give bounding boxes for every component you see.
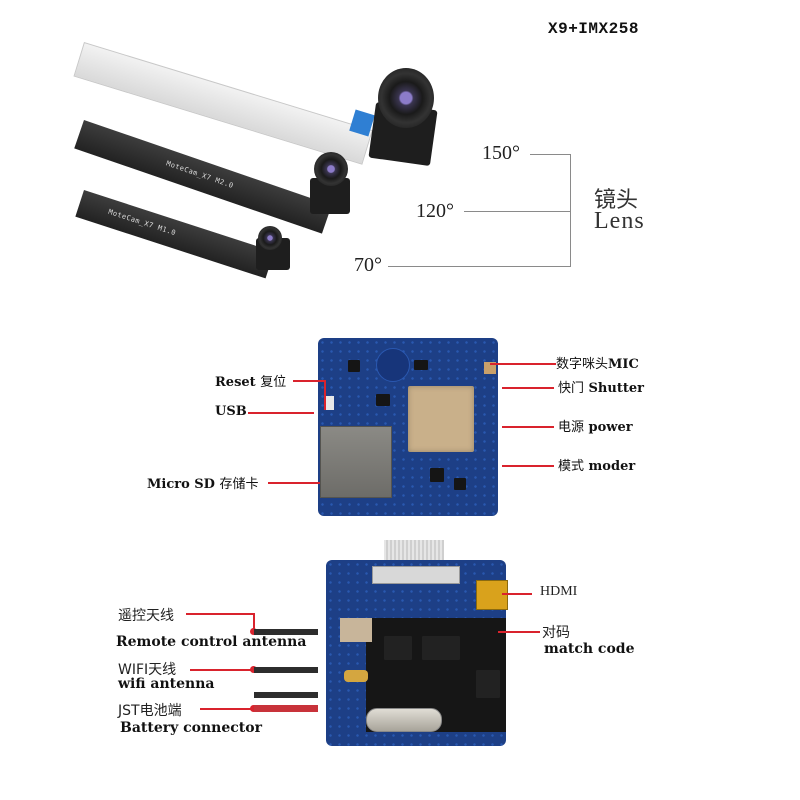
expansion-pcb-board <box>326 560 508 746</box>
lens-label-en: Lens <box>594 208 645 234</box>
product-title: X9+IMX258 <box>548 20 639 38</box>
angle-150-leader <box>530 154 570 155</box>
shutter-leader <box>502 387 554 389</box>
angle-120-leader <box>464 211 570 212</box>
battery-wire-red <box>254 705 318 712</box>
lens-70-icon <box>258 226 282 250</box>
angle-120: 120° <box>416 200 454 222</box>
gold-wire <box>344 670 368 682</box>
remote-antenna-en: Remote control antenna <box>116 634 307 650</box>
battery-dot <box>250 705 257 712</box>
power-leader <box>502 426 554 428</box>
power-cn: 电源 <box>558 420 585 435</box>
ic-3 <box>348 360 360 372</box>
callout-mode: 模式 moder <box>558 455 635 474</box>
lens-150-icon <box>378 68 434 128</box>
battery-leader <box>200 708 252 710</box>
rf-ic-3 <box>476 670 500 698</box>
hdmi-label: HDMI <box>540 584 578 599</box>
micro-sd-leader <box>268 482 320 484</box>
ic-4 <box>414 360 428 370</box>
hdmi-port <box>476 580 508 610</box>
mode-leader <box>502 465 554 467</box>
mic-en: MIC <box>608 357 639 372</box>
micro-sd-en: Micro SD <box>147 477 215 492</box>
shutter-en: Shutter <box>588 381 644 396</box>
micro-sd-cn: 存储卡 <box>219 477 259 492</box>
angle-70-leader <box>388 266 570 267</box>
reset-button-pad <box>324 396 334 410</box>
remote-antenna-wire <box>254 629 318 635</box>
lens-bracket <box>570 154 571 267</box>
remote-antenna-dot <box>250 628 257 635</box>
callout-micro-sd: Micro SD 存储卡 <box>147 473 259 492</box>
rf-ic-2 <box>422 636 460 660</box>
wifi-antenna-cn: WIFI天线 <box>118 662 177 678</box>
battery-wire-black <box>254 692 318 698</box>
callout-reset: Reset 复位 <box>215 371 286 390</box>
reset-leader <box>293 380 325 382</box>
ic-1 <box>430 468 444 482</box>
battery-en: Battery connector <box>120 720 262 736</box>
callout-mic: 数字咪头MIC <box>556 353 639 372</box>
remote-antenna-leader <box>186 613 254 615</box>
cable-label-m2: MoteCam_X7 M2.0 <box>165 159 235 190</box>
rf-ic-1 <box>384 636 412 660</box>
fpc-connector <box>372 566 460 584</box>
match-code-leader <box>498 631 540 633</box>
micro-sd-slot <box>320 426 392 498</box>
hdmi-leader <box>502 593 532 595</box>
mode-cn: 模式 <box>558 459 585 474</box>
reset-leader-drop <box>324 380 326 410</box>
battery-cn: JST电池端 <box>118 703 182 719</box>
angle-70: 70° <box>354 254 382 276</box>
wifi-antenna-en: wifi antenna <box>118 676 215 692</box>
callout-shutter: 快门 Shutter <box>558 377 644 396</box>
reset-en: Reset <box>215 375 256 390</box>
ic-2 <box>454 478 466 490</box>
usb-leader <box>248 412 314 414</box>
mic-cn: 数字咪头 <box>556 357 609 372</box>
reset-cn: 复位 <box>260 375 287 390</box>
mic-component <box>484 362 496 374</box>
remote-antenna-cn: 遥控天线 <box>118 608 174 624</box>
match-code-en: match code <box>544 641 635 657</box>
angle-150: 150° <box>482 142 520 164</box>
wifi-antenna-leader <box>190 669 252 671</box>
callout-usb: USB <box>215 404 247 419</box>
remote-antenna-leader-drop <box>253 613 255 631</box>
crystal-oscillator <box>366 708 442 732</box>
mode-en: moder <box>588 459 636 474</box>
ic-5 <box>376 394 390 406</box>
cable-label-m1: MoteCam_X7 M1.0 <box>107 207 178 238</box>
match-code-cn: 对码 <box>542 625 570 641</box>
shutter-cn: 快门 <box>558 381 585 396</box>
wifi-antenna-dot <box>250 666 257 673</box>
callout-power: 电源 power <box>558 416 633 435</box>
pcb-antenna <box>340 618 372 642</box>
mic-leader <box>490 363 556 365</box>
main-pcb-board <box>318 338 498 516</box>
power-en: power <box>588 420 633 435</box>
lens-label-cn: 镜头 <box>594 188 639 213</box>
lens-120-icon <box>314 152 348 186</box>
usb-en: USB <box>215 404 247 419</box>
processor-chip <box>408 386 474 452</box>
wifi-antenna-wire <box>254 667 318 673</box>
round-pad <box>376 348 410 382</box>
